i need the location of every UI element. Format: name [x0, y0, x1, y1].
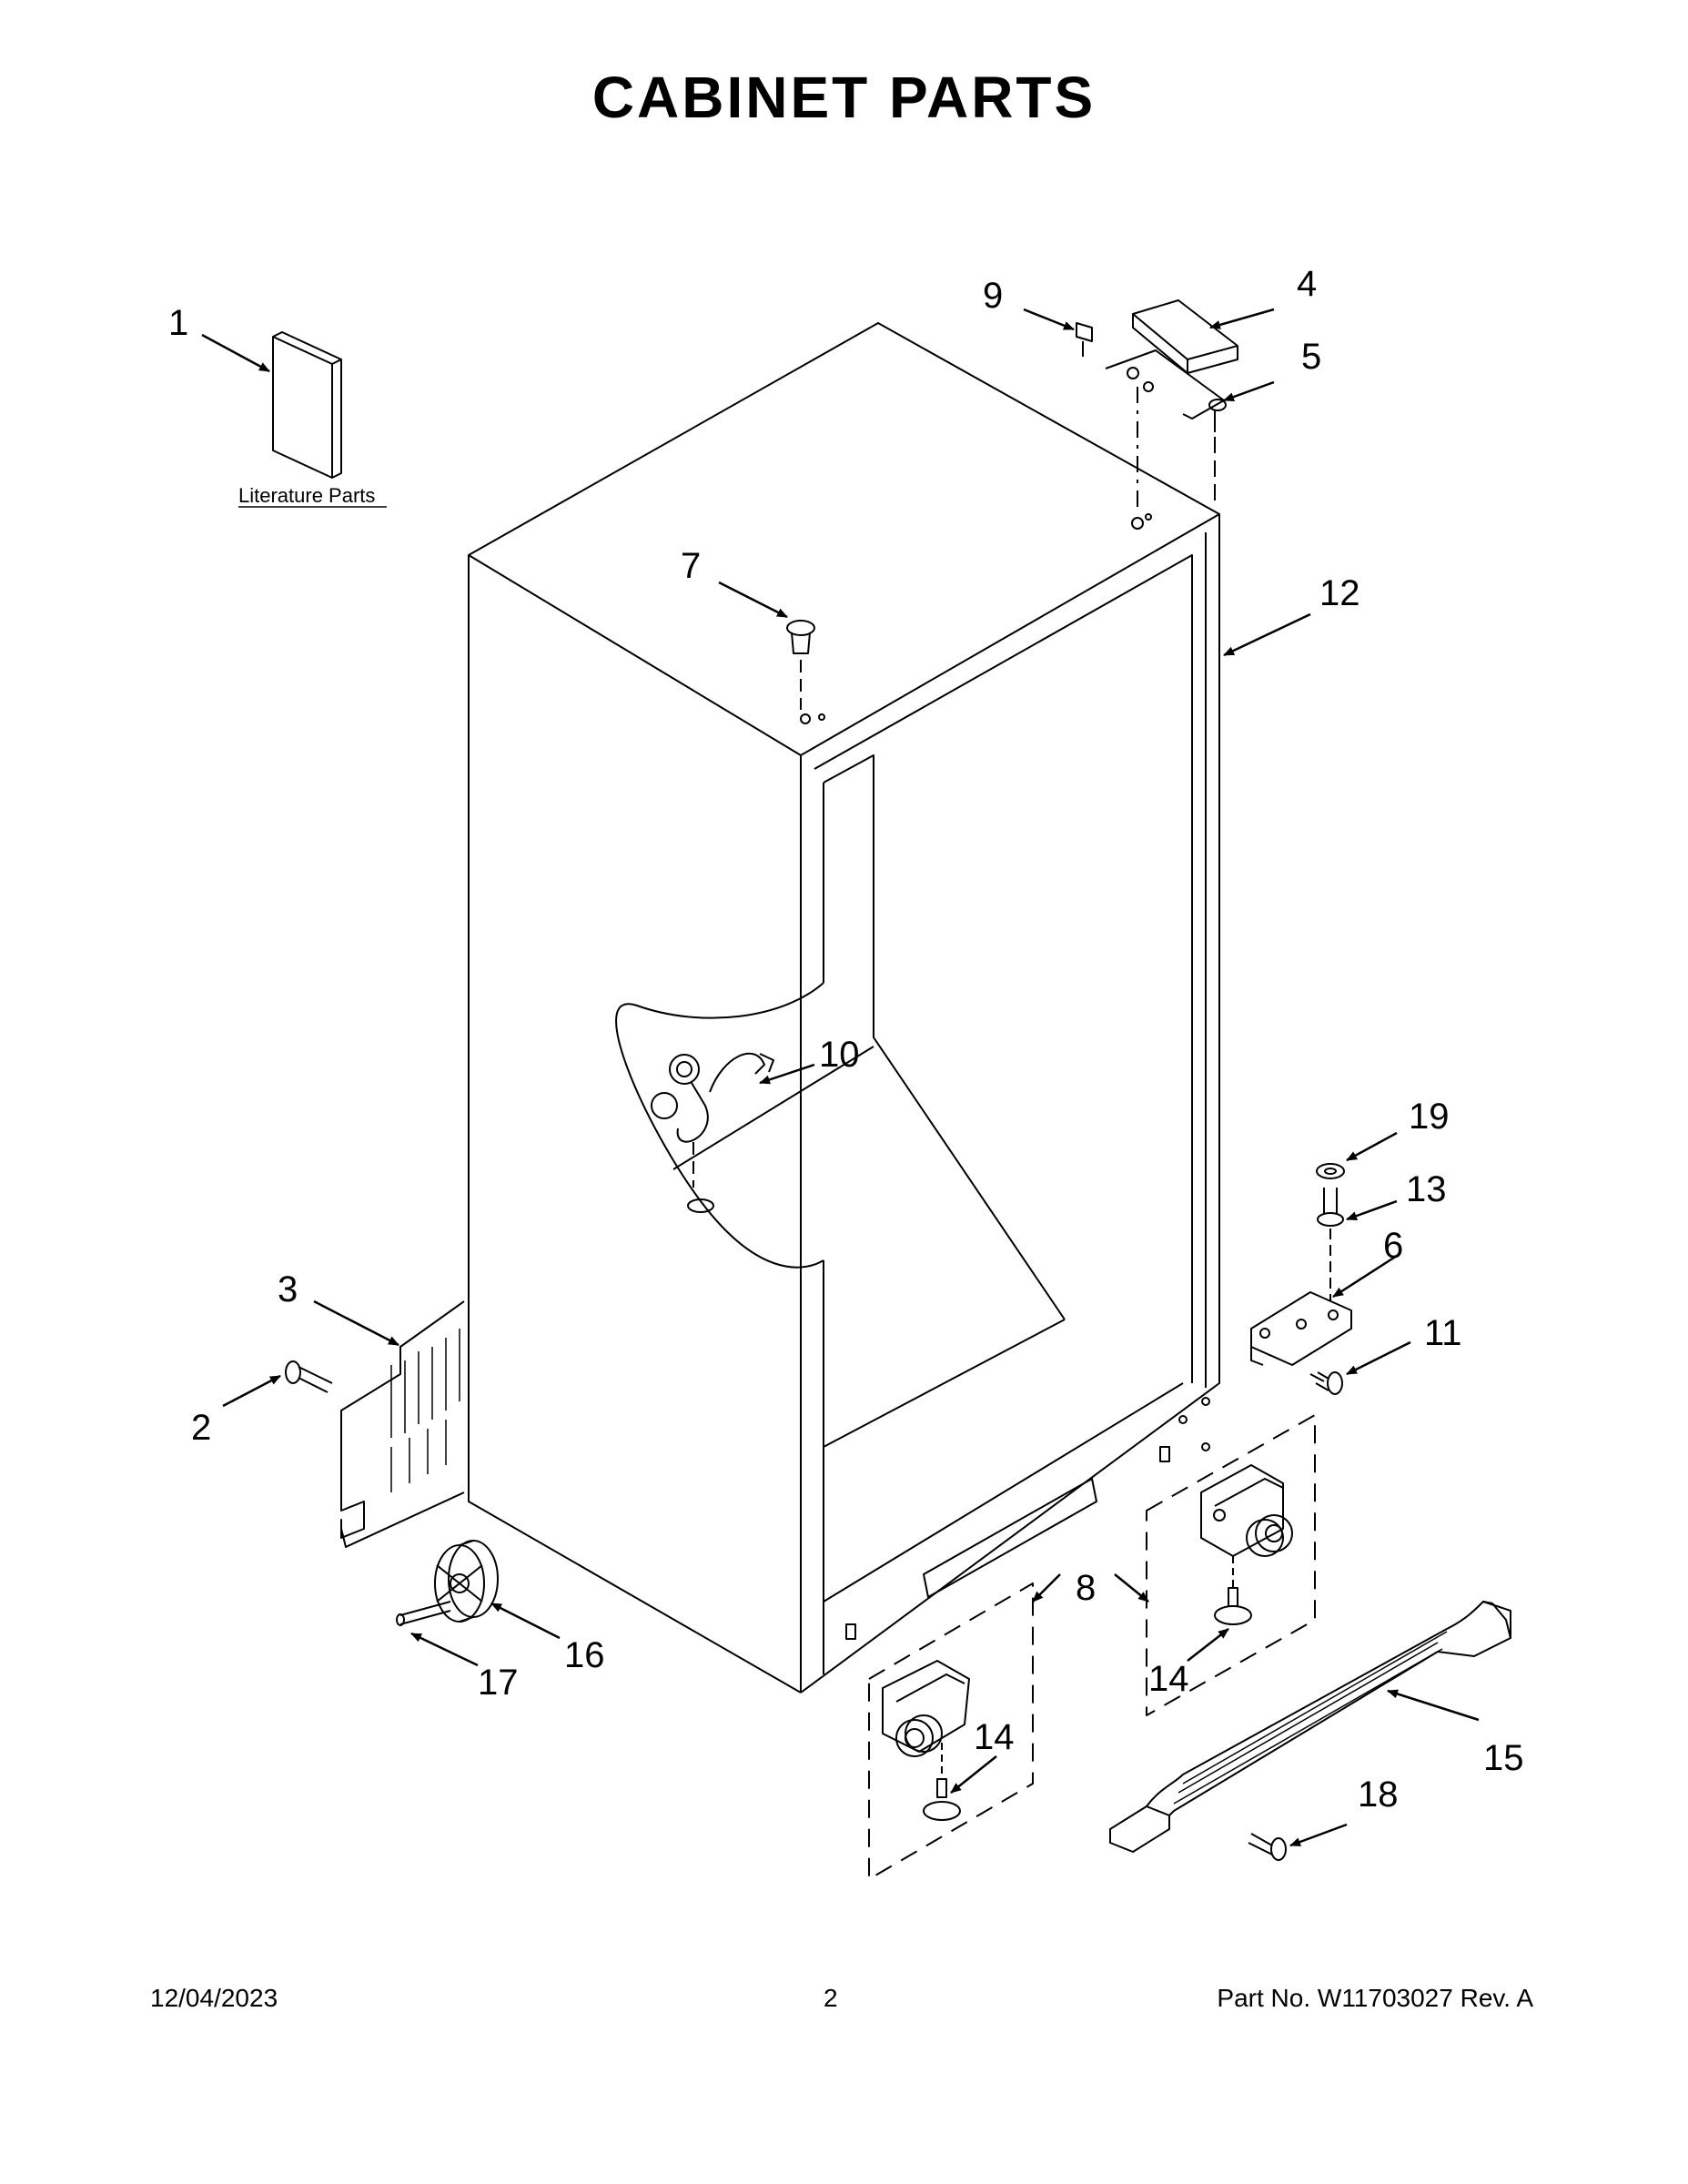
rear-roller-wheel — [434, 1540, 499, 1623]
callout-11: 11 — [1424, 1313, 1462, 1353]
page-title: CABINET PARTS — [591, 65, 1097, 130]
callout-6: 6 — [1383, 1226, 1403, 1266]
literature-parts-booklet — [272, 331, 342, 479]
callout-arrows — [201, 308, 1480, 1847]
callout-13: 13 — [1406, 1169, 1447, 1209]
grille-screw — [285, 1360, 333, 1393]
top-hinge-assembly — [1076, 299, 1238, 432]
callout-4: 4 — [1297, 264, 1317, 304]
footer-part-number: Part No. W11703027 Rev. A — [1217, 1984, 1533, 2012]
cabinet-body — [468, 322, 1220, 1694]
kick-plate-grille — [1109, 1601, 1511, 1853]
bottom-hinge-assembly — [1250, 1163, 1352, 1395]
rear-grille — [340, 1300, 465, 1548]
callout-19: 19 — [1409, 1097, 1450, 1137]
front-roller-box-right — [1146, 1414, 1316, 1716]
kick-plate-screw — [1248, 1833, 1287, 1861]
callout-10: 10 — [819, 1035, 860, 1075]
callout-18: 18 — [1358, 1774, 1399, 1815]
callout-5: 5 — [1301, 337, 1321, 377]
front-roller-right — [1200, 1464, 1293, 1625]
footer-page-number: 2 — [824, 1984, 838, 2012]
front-roller-left — [882, 1660, 970, 1821]
callout-2: 2 — [191, 1408, 211, 1448]
callout-17: 17 — [478, 1663, 519, 1703]
callout-15: 15 — [1483, 1738, 1524, 1778]
callout-7: 7 — [681, 546, 701, 586]
callout-1: 1 — [168, 303, 188, 343]
callout-16: 16 — [564, 1635, 605, 1675]
callout-9: 9 — [983, 276, 1003, 316]
callout-14-left: 14 — [974, 1717, 1015, 1757]
top-plug — [786, 620, 815, 654]
front-roller-box-left — [868, 1582, 1034, 1880]
literature-parts-label: Literature Parts — [238, 484, 375, 507]
callout-3: 3 — [278, 1269, 298, 1309]
callout-14-right: 14 — [1148, 1659, 1189, 1699]
drain-tube-assembly — [651, 1052, 774, 1143]
callout-8: 8 — [1076, 1568, 1096, 1608]
footer-date: 12/04/2023 — [150, 1984, 278, 2012]
callout-12: 12 — [1319, 573, 1360, 613]
roller-axle-pin — [396, 1601, 451, 1626]
